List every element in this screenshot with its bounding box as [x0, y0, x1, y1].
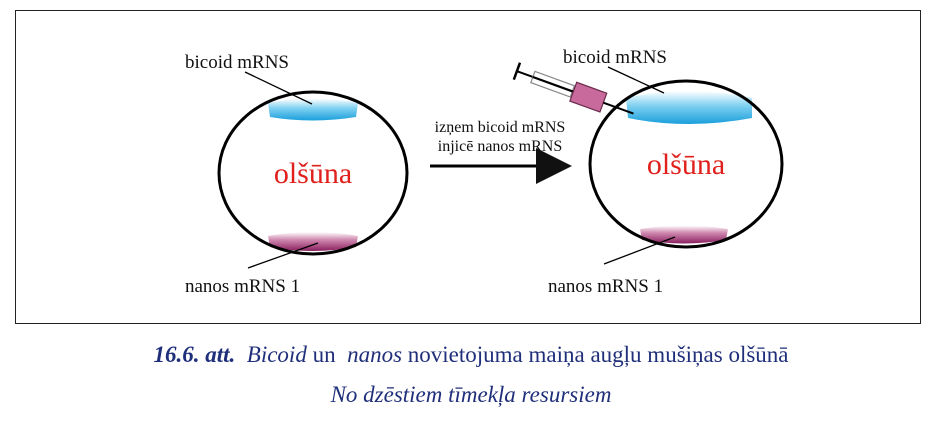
right-bicoid-pointer [607, 66, 665, 94]
diagram-frame [15, 10, 921, 324]
caption-word-un: un [312, 342, 336, 367]
right-bicoid-stain [626, 91, 752, 124]
figure-source: No dzēstiem tīmekļa resursiem [330, 382, 612, 407]
left-bicoid-pointer [244, 71, 313, 105]
figure-number: 16.6. att. [153, 342, 236, 367]
left-nanos-pointer [247, 242, 319, 269]
caption-term-bicoid: Bicoid [246, 342, 307, 367]
right-nanos-label: nanos mRNS 1 [548, 276, 663, 297]
right-bicoid-label: bicoid mRNS [563, 47, 667, 68]
arrow-text-line2: injicē nanos mRNS [438, 138, 562, 155]
caption-term-nanos: nanos [347, 342, 403, 367]
left-nanos-stain [268, 232, 358, 251]
left-egg-label: olšūna [274, 157, 352, 190]
left-bicoid-stain [268, 98, 358, 121]
left-egg-group: olšūna bicoid mRNS nanos mRNS 1 [185, 52, 409, 297]
right-egg-group: olšūna bicoid mRNS nanos mRNS 1 [548, 47, 784, 297]
left-bicoid-label: bicoid mRNS [185, 52, 289, 73]
figure-caption: 16.6. att. Bicoid un nanos novietojuma m… [0, 342, 942, 368]
syringe-icon [512, 62, 634, 115]
right-nanos-stain [640, 225, 728, 244]
caption-rest: novietojuma maiņa augļu mušiņas olšūnā [407, 342, 789, 367]
right-egg-outline [588, 79, 784, 249]
right-egg-label: olšūna [647, 148, 725, 181]
arrow-text-line1: izņem bicoid mRNS [435, 119, 566, 136]
transition-arrow-group: izņem bicoid mRNS injicē nanos mRNS [430, 119, 572, 184]
left-egg-outline [217, 90, 409, 256]
right-nanos-pointer [603, 236, 676, 265]
left-nanos-label: nanos mRNS 1 [185, 276, 300, 297]
